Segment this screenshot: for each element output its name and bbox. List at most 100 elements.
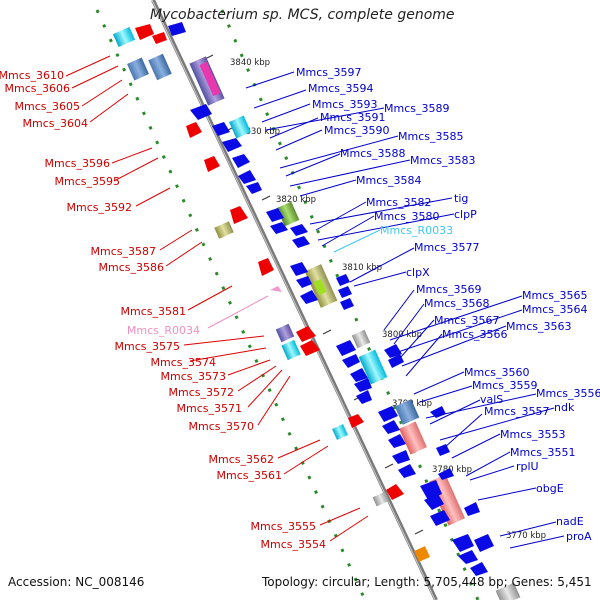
gene-arrow [382,420,400,434]
gene-arrow [336,274,350,286]
topology-label: Topology: circular; Length: 5,705,448 bp… [262,575,592,589]
gene-arrow [232,154,250,168]
gene-arrow [474,534,494,552]
gene-label[interactable]: Mmcs_3587 [91,245,156,258]
gene-label[interactable]: Mmcs_3606 [5,82,70,95]
scale-label: 3780 kbp [432,465,472,475]
gene-label[interactable]: Mmcs_3595 [55,175,120,188]
gene-label[interactable]: Mmcs_3583 [410,154,475,167]
gene-label[interactable]: Mmcs_3592 [67,201,132,214]
gene-label[interactable]: Mmcs_3575 [115,340,180,353]
gene-label[interactable]: Mmcs_3574 [151,356,216,369]
gene-label[interactable]: Mmcs_3556 [536,387,600,400]
gene-label[interactable]: Mmcs_3586 [99,261,164,274]
gene-label[interactable]: nadE [556,515,584,528]
gene-arrow [354,378,372,392]
gene-arrow [452,534,474,552]
gene-label[interactable]: Mmcs_3568 [424,297,489,310]
genome-title: Mycobacterium sp. MCS, complete genome [150,7,455,23]
gene-block [358,349,388,385]
gene-label[interactable]: Mmcs_3571 [177,402,242,415]
scale-label: 3800 kbp [382,330,422,340]
gene-label[interactable]: Mmcs_3567 [434,314,499,327]
gene-arrow [186,122,202,138]
gene-arrow [246,182,262,194]
left-labels: Mmcs_3610 Mmcs_3606 Mmcs_3605 Mmcs_3604 … [0,69,326,551]
gene-label[interactable]: Mmcs_3585 [398,130,463,143]
gene-block [229,115,251,139]
gene-arrow [386,484,404,500]
gene-label[interactable]: Mmcs_3553 [500,428,565,441]
gene-label[interactable]: Mmcs_3560 [464,366,529,379]
gene-label[interactable]: Mmcs_3573 [161,370,226,383]
gene-block [351,329,371,349]
gene-arrow [238,170,256,184]
gene-label[interactable]: Mmcs_3589 [384,102,449,115]
gene-label[interactable]: clpP [454,208,477,221]
gene-label[interactable]: Mmcs_3610 [0,69,64,82]
gene-label[interactable]: Mmcs_3564 [522,303,587,316]
gene-arrow [266,208,284,222]
gene-arrow [230,206,248,224]
gene-label[interactable]: Mmcs_3577 [414,241,479,254]
accession-label: Accession: NC_008146 [8,575,145,589]
rna-leader-line [207,295,269,329]
gene-arrow [190,104,212,120]
rna-label[interactable]: Mmcs_R0033 [380,224,453,237]
gene-label[interactable]: Mmcs_3593 [312,98,377,111]
gene-block [414,546,430,562]
gene-arrow [212,122,230,136]
gene-arrow [290,224,308,236]
gene-label[interactable]: Mmcs_3590 [324,124,389,137]
gene-arrow [348,414,364,428]
gene-label[interactable]: Mmcs_3554 [261,538,326,551]
gene-label[interactable]: Mmcs_3594 [308,82,373,95]
rna-label[interactable]: Mmcs_R0034 [127,324,200,337]
genome-backbone [151,0,438,600]
gene-label[interactable]: Mmcs_3580 [374,210,439,223]
gene-label[interactable]: Mmcs_3569 [416,283,481,296]
gene-block [332,424,348,440]
gene-block [372,491,390,507]
scale-label: 3840 kbp [230,58,270,68]
gene-label[interactable]: ndk [554,401,575,414]
scale-label: 3830 kbp [240,127,280,137]
gene-label[interactable]: Mmcs_3596 [45,157,110,170]
gene-arrow [222,138,242,152]
gene-label[interactable]: Mmcs_3555 [251,520,316,533]
gene-label[interactable]: clpX [406,266,430,279]
gene-arrow [388,434,406,448]
gene-label[interactable]: Mmcs_3581 [121,305,186,318]
gene-label[interactable]: valS [480,393,503,406]
gene-label[interactable]: Mmcs_3559 [472,379,537,392]
gene-arrow [424,494,444,510]
gene-arrow [436,444,450,456]
gene-label[interactable]: Mmcs_3605 [15,100,80,113]
gene-label[interactable]: Mmcs_3572 [169,386,234,399]
gene-arrow [338,286,352,298]
gene-label[interactable]: Mmcs_3582 [366,196,431,209]
gene-label[interactable]: Mmcs_3565 [522,289,587,302]
gene-label[interactable]: Mmcs_3557 [484,405,549,418]
minus-strand-blocks [112,26,430,562]
gene-label[interactable]: Mmcs_3566 [442,328,507,341]
gene-label[interactable]: Mmcs_3562 [209,453,274,466]
gene-label[interactable]: Mmcs_3551 [510,446,575,459]
gene-label[interactable]: Mmcs_3591 [320,111,385,124]
scale-label: 3820 kbp [276,195,316,205]
gene-label[interactable]: rplU [516,460,539,473]
rna-leader-line [333,229,381,253]
gene-label[interactable]: Mmcs_3570 [189,420,254,433]
gene-label[interactable]: Mmcs_3597 [296,66,361,79]
gene-label[interactable]: tig [454,192,468,205]
gene-label[interactable]: obgE [536,482,564,495]
gene-label[interactable]: Mmcs_3604 [23,117,88,130]
gene-label[interactable]: Mmcs_3561 [217,469,282,482]
gene-arrow [290,262,308,276]
gene-arrow [152,32,167,44]
gene-label[interactable]: Mmcs_3563 [506,320,571,333]
gene-label[interactable]: Mmcs_3588 [340,147,405,160]
gene-label[interactable]: proA [566,530,592,543]
gene-arrow [336,340,356,356]
gene-label[interactable]: Mmcs_3584 [356,174,421,187]
